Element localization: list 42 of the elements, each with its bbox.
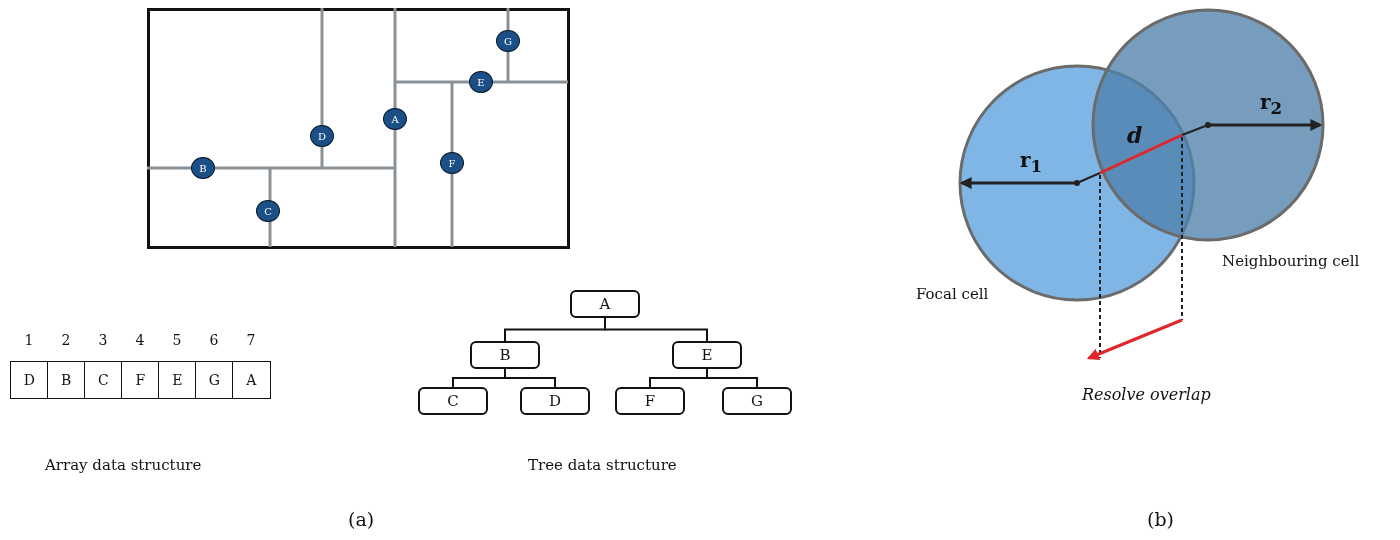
point-marker: D [310,125,334,147]
tree-node: C [418,387,488,415]
array-cell: C [84,361,123,399]
point-marker: G [496,30,520,52]
tree-node: D [520,387,590,415]
point-marker: E [469,71,493,93]
point-marker: B [191,157,215,179]
index-number: 5 [171,332,183,348]
tree-node: A [570,290,640,318]
index-number: 6 [208,332,220,348]
radius-label: r$_{1}$ [1020,148,1043,176]
tree-node: G [722,387,792,415]
index-number: 1 [23,332,35,348]
array-cell: B [47,361,86,399]
point-marker: C [256,200,280,222]
panel-label: (a) [348,508,375,530]
point-marker: F [440,152,464,174]
connector [604,317,708,342]
radius-label: r$_{2}$ [1260,90,1283,118]
caption-text: Tree data structure [528,456,677,474]
array-cell: G [195,361,234,399]
index-number: 3 [97,332,109,348]
distance-label: d [1127,122,1143,148]
tree-node: E [672,341,742,369]
array-cell: D [10,361,49,399]
cell-label: Focal cell [916,285,989,303]
connector [706,368,758,388]
cell-circle [1091,8,1325,242]
index-number: 7 [245,332,257,348]
array-cell: F [121,361,160,399]
point-marker: A [383,108,407,130]
panel-label: (b) [1147,508,1174,530]
connector [504,368,556,388]
caption-text: Resolve overlap [1082,385,1211,404]
array-cell: A [232,361,271,399]
tree-node: B [470,341,540,369]
tree-node: F [615,387,685,415]
array-cell: E [158,361,197,399]
index-number: 2 [60,332,72,348]
index-number: 4 [134,332,146,348]
caption-text: Array data structure [45,456,202,474]
cell-label: Neighbouring cell [1222,252,1360,270]
